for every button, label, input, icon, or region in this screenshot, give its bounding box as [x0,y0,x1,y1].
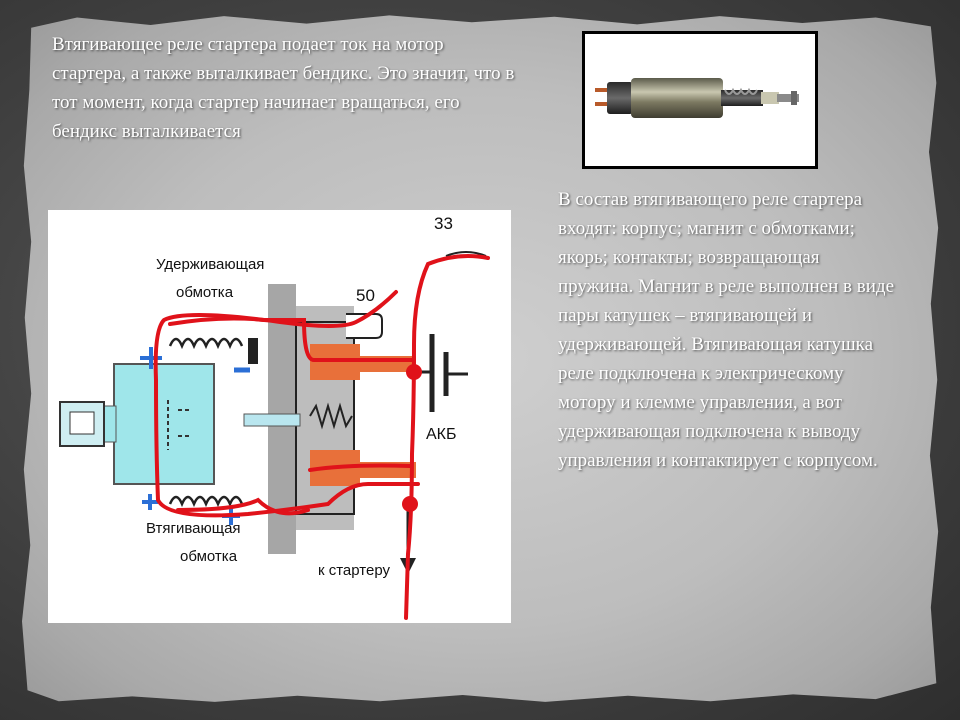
return-spring [309,402,353,430]
pull-in-coil [168,495,244,508]
composition-paragraph: В состав втягивающего реле стартера вход… [558,189,895,471]
plunger-rod [243,413,301,427]
holding-coil [168,337,244,350]
battery-label: АКБ [426,426,457,443]
to-starter-label: к стартеру [318,562,391,579]
junction-top [406,364,422,380]
starter-motor [113,363,215,485]
terminal-33-label: 33 [434,214,453,233]
pull-in-winding-label-2: обмотка [180,548,238,565]
terminal-50-label: 50 [356,286,375,305]
plus-sign-top [140,347,162,369]
battery-symbol [429,334,449,412]
solenoid-relay-image [595,78,799,118]
relay-circuit-diagram: Удерживающая обмотка Втягивающая обмотка… [48,210,511,623]
junction-bottom [402,496,418,512]
terminal-50 [346,313,383,339]
pull-in-winding-label: Втягивающая [146,520,241,537]
intro-paragraph: Втягивающее реле стартера подает ток на … [52,34,515,142]
switch-33 [445,251,487,257]
holding-winding-label: Удерживающая [156,256,265,273]
relay-photo-frame [582,31,818,169]
plus-sign-bottom [142,494,158,510]
holding-winding-label-2: обмотка [176,284,234,301]
relay-photo [585,34,815,166]
circuit-drawing [59,251,490,620]
